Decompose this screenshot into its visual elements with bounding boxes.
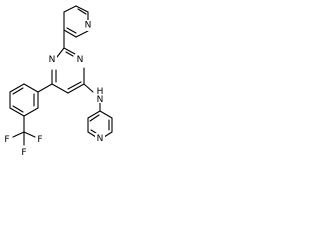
bond: [67, 83, 85, 94]
label-bg: [75, 54, 85, 66]
bond: [75, 5, 89, 13]
bond: [12, 87, 24, 95]
bond: [65, 51, 74, 57]
bond: [63, 29, 77, 38]
bond: [99, 110, 113, 119]
atom-label-f: F: [37, 135, 42, 145]
bond: [103, 131, 113, 138]
bond: [87, 110, 101, 119]
bond: [12, 131, 25, 138]
bond: [87, 131, 97, 138]
label-bg: [83, 20, 93, 31]
bond: [51, 83, 69, 94]
atom-label-n: N: [77, 55, 84, 65]
pyridine-ring-top: [63, 5, 89, 38]
bond: [75, 30, 89, 38]
bond: [56, 47, 65, 58]
bond: [23, 107, 39, 117]
atom-label-n: N: [49, 55, 56, 65]
atom-label-n: N: [97, 134, 104, 144]
bond-pyrimidine-amine: [83, 83, 94, 93]
molecule-structure-diagram: N N N H N N F F F: [4, 5, 113, 158]
label-bg: [94, 87, 106, 103]
trifluoromethyl-group: [12, 115, 36, 146]
phenyl-ring: [9, 83, 39, 117]
label-bg: [47, 54, 57, 66]
bond: [9, 83, 25, 93]
bond: [77, 8, 87, 15]
bond: [63, 47, 76, 55]
bond: [23, 131, 36, 138]
bond-pyrimidine-phenyl: [37, 83, 53, 93]
atom-label-n: N: [97, 95, 104, 105]
pyrimidine-ring: [51, 47, 85, 94]
bond: [12, 105, 24, 113]
bond: [66, 27, 77, 34]
bond: [23, 83, 39, 93]
bond: [90, 129, 97, 134]
atom-label-f: F: [4, 135, 9, 145]
atom-label-n: N: [85, 21, 92, 31]
bond: [9, 107, 25, 117]
pyridine-ring-bottom: [87, 110, 113, 138]
atom-label-f: F: [21, 148, 26, 158]
bond: [63, 5, 77, 13]
label-bg: [95, 133, 105, 145]
atom-labels: N N N H N N F F F: [4, 20, 106, 158]
atom-label-h: H: [97, 87, 104, 97]
bond: [89, 114, 100, 122]
bond: [67, 81, 82, 90]
